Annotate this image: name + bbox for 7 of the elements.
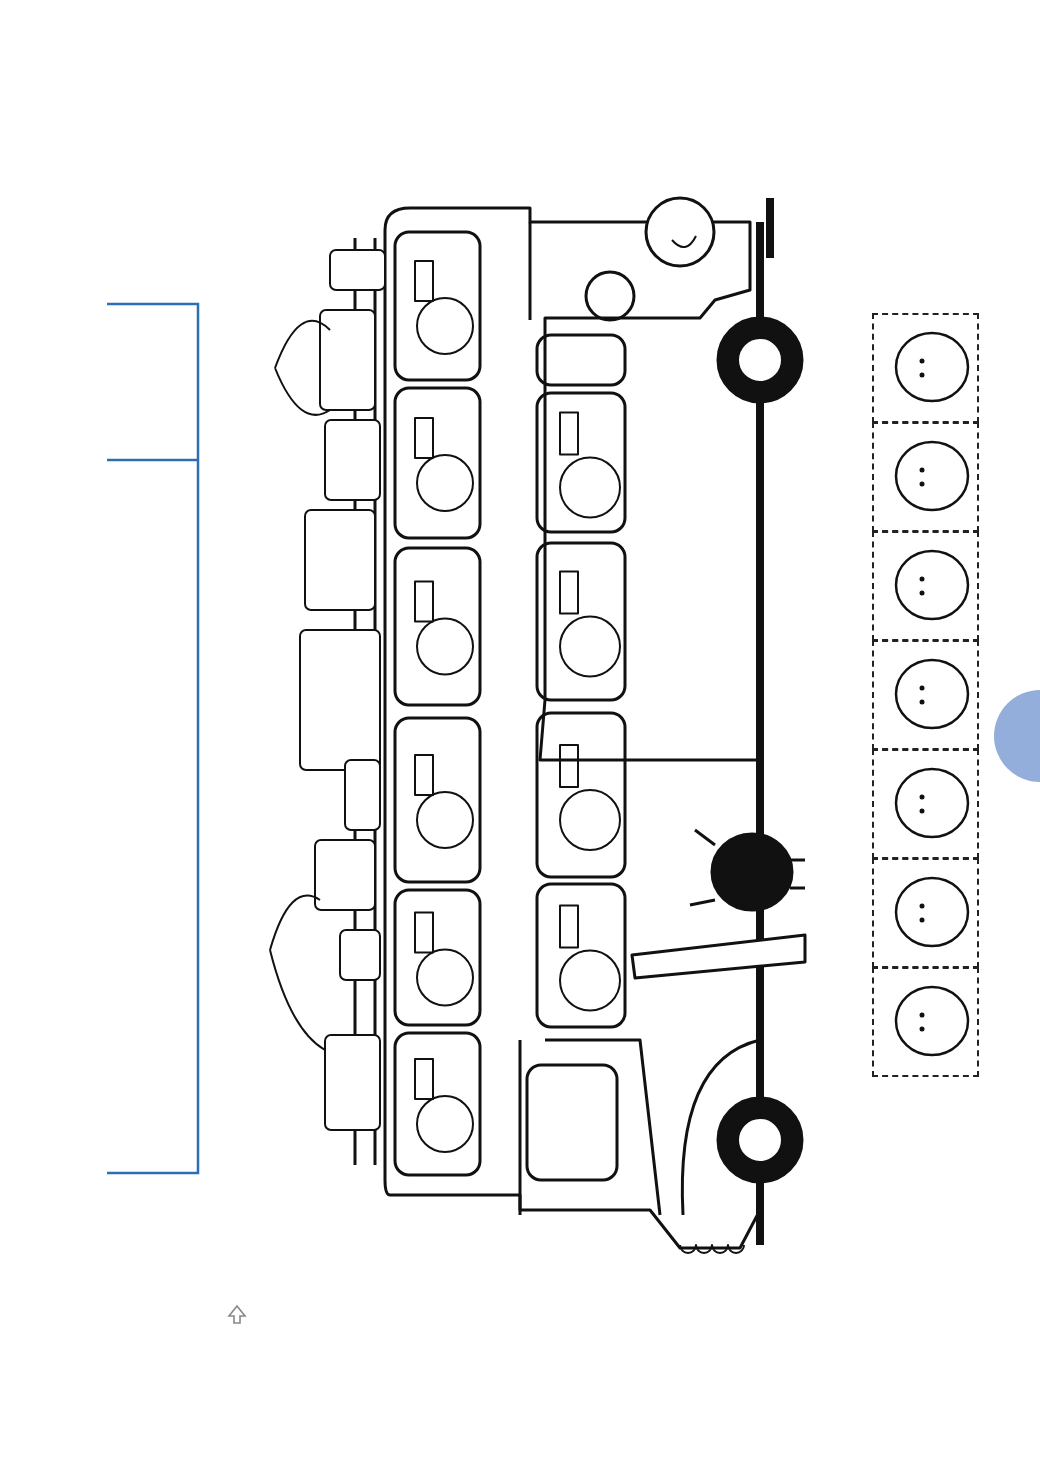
cutout-card [872, 422, 979, 532]
cutout-card [872, 967, 979, 1077]
cutout-card [872, 858, 979, 968]
cutout-card [872, 640, 979, 750]
cutout-card [872, 749, 979, 859]
cutout-card [872, 531, 979, 641]
cutout-card [872, 313, 979, 423]
